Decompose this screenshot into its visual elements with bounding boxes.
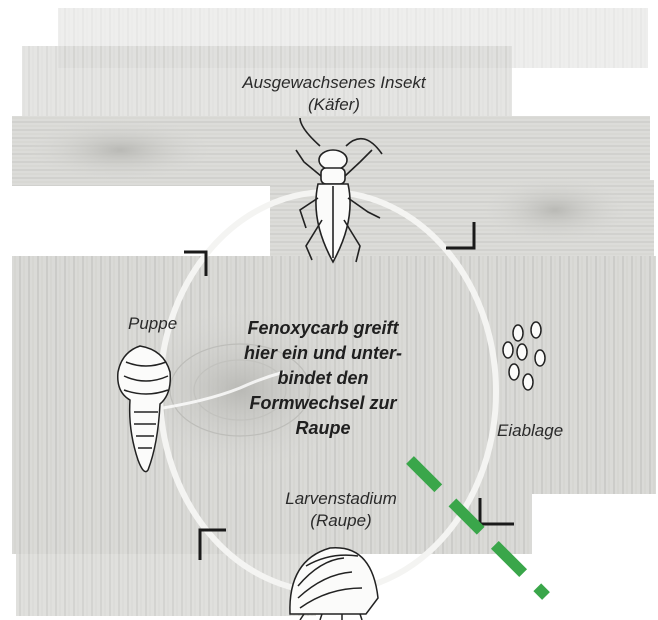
larva-label: Larvenstadium (Raupe) xyxy=(266,488,416,532)
fenoxycarb-note-line: hier ein und unter- xyxy=(218,341,428,366)
fenoxycarb-note-line: Fenoxycarb greift xyxy=(218,316,428,341)
adult-label-line2: (Käfer) xyxy=(308,95,360,114)
larva-label-line1: Larvenstadium xyxy=(285,489,397,508)
adult-label-line1: Ausgewachsenes Insekt xyxy=(242,73,425,92)
eggs-label: Eiablage xyxy=(497,420,563,442)
fenoxycarb-note-line: bindet den xyxy=(218,366,428,391)
adult-label: Ausgewachsenes Insekt (Käfer) xyxy=(214,72,454,116)
fenoxycarb-note-line: Formwechsel zur xyxy=(218,391,428,416)
fenoxycarb-note: Fenoxycarb greift hier ein und unter- bi… xyxy=(218,316,428,441)
fenoxycarb-note-line: Raupe xyxy=(218,416,428,441)
pupa-label: Puppe xyxy=(128,313,177,335)
larva-label-line2: (Raupe) xyxy=(310,511,371,530)
